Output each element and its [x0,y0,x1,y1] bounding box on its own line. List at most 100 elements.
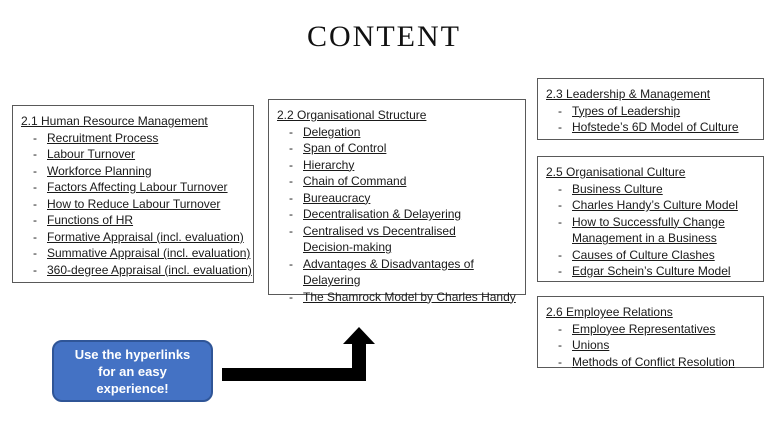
toc-box-2-5-organisational-culture: 2.5 Organisational Culture -Business Cul… [537,156,764,282]
toc-link[interactable]: 360-degree Appraisal (incl. evaluation) [47,262,252,277]
toc-item-row: -Span of Control [269,140,525,157]
bullet-dash: - [33,130,37,145]
toc-link[interactable]: Span of Control [303,141,387,155]
toc-item-row: -Recruitment Process [13,130,253,147]
toc-item-row: -Employee Representatives [538,321,763,338]
toc-link[interactable]: Workforce Planning [47,163,152,178]
bullet-dash: - [558,247,562,262]
toc-link[interactable]: Centralised vs Decentralised Decision-ma… [303,223,456,255]
bullet-dash: - [33,213,37,227]
toc-link[interactable]: Types of Leadership [572,103,681,118]
toc-link[interactable]: Recruitment Process [47,130,159,145]
toc-item-row: -Hierarchy [269,157,525,174]
toc-item-row: -360-degree Appraisal (incl. evaluation) [13,262,253,279]
toc-item-row: -Summative Appraisal (incl. evaluation) [13,245,253,262]
toc-heading[interactable]: 2.5 Organisational Culture [546,165,686,179]
bullet-dash: - [289,141,293,155]
toc-heading[interactable]: 2.6 Employee Relations [546,305,673,319]
bullet-dash: - [289,289,293,304]
toc-item-list: -Employee Representatives-Unions-Methods… [538,321,763,371]
toc-link[interactable]: How to Reduce Labour Turnover [47,196,221,211]
toc-link[interactable]: Advantages & Disadvantages of Delayering [303,256,474,288]
toc-item-list: -Recruitment Process-Labour Turnover-Wor… [13,130,253,279]
toc-heading[interactable]: 2.1 Human Resource Management [21,114,208,128]
toc-item-row: -Chain of Command [269,173,525,190]
toc-link[interactable]: Edgar Schein’s Culture Model [572,264,731,278]
toc-item-row: -Causes of Culture Clashes [538,247,763,264]
toc-item-row: -Business Culture [538,181,763,198]
bullet-dash: - [558,264,562,278]
bullet-dash: - [558,181,562,196]
toc-link[interactable]: Summative Appraisal (incl. evaluation) [47,246,251,260]
bullet-dash: - [33,163,37,178]
toc-link[interactable]: The Shamrock Model by Charles Handy [303,289,516,304]
slide-title: CONTENT [307,20,461,53]
toc-link[interactable]: How to Successfully Change Management in… [572,214,725,246]
toc-item-row: -Workforce Planning [13,163,253,180]
toc-link[interactable]: Decentralisation & Delayering [303,207,462,221]
toc-link[interactable]: Formative Appraisal (incl. evaluation) [47,229,244,244]
toc-link[interactable]: Business Culture [572,181,663,196]
toc-item-row: -Centralised vs Decentralised Decision-m… [269,223,525,256]
toc-link[interactable]: Hofstede’s 6D Model of Culture [572,120,739,134]
bullet-dash: - [289,207,293,221]
toc-link[interactable]: Unions [572,338,610,352]
toc-link[interactable]: Employee Representatives [572,321,716,336]
toc-item-row: -Formative Appraisal (incl. evaluation) [13,229,253,246]
toc-item-row: -Decentralisation & Delayering [269,206,525,223]
toc-link[interactable]: Methods of Conflict Resolution [572,354,735,369]
bullet-dash: - [33,229,37,244]
bullet-dash: - [289,174,293,188]
toc-box-2-3-leadership-management: 2.3 Leadership & Management -Types of Le… [537,78,764,140]
bullet-dash: - [558,338,562,352]
toc-item-list: -Business Culture-Charles Handy’s Cultur… [538,181,763,280]
bullet-dash: - [33,147,37,161]
bullet-dash: - [33,180,37,194]
toc-item-row: -Advantages & Disadvantages of Delayerin… [269,256,525,289]
toc-item-row: -Delegation [269,124,525,141]
toc-item-row: -Charles Handy’s Culture Model [538,197,763,214]
toc-link[interactable]: Hierarchy [303,157,355,172]
toc-item-row: -Hofstede’s 6D Model of Culture [538,119,763,136]
toc-item-row: -Bureaucracy [269,190,525,207]
bullet-dash: - [289,256,293,271]
toc-item-row: -Methods of Conflict Resolution [538,354,763,371]
toc-item-row: -How to Reduce Labour Turnover [13,196,253,213]
bullet-dash: - [558,120,562,134]
bullet-dash: - [558,354,562,369]
hyperlink-callout: Use the hyperlinks for an easy experienc… [52,340,213,402]
toc-item-list: -Types of Leadership-Hofstede’s 6D Model… [538,103,763,136]
toc-item-row: -Unions [538,337,763,354]
toc-heading[interactable]: 2.2 Organisational Structure [277,108,427,122]
toc-link[interactable]: Bureaucracy [303,190,371,205]
elbow-arrow-shape [222,327,375,381]
toc-item-row: -Factors Affecting Labour Turnover [13,179,253,196]
bullet-dash: - [289,157,293,172]
toc-item-row: -Types of Leadership [538,103,763,120]
toc-link[interactable]: Causes of Culture Clashes [572,247,715,262]
bullet-dash: - [33,196,37,211]
bullet-dash: - [558,321,562,336]
toc-item-row: -Functions of HR [13,212,253,229]
toc-item-row: -How to Successfully Change Management i… [538,214,763,247]
toc-box-2-6-employee-relations: 2.6 Employee Relations -Employee Represe… [537,296,764,371]
toc-link[interactable]: Chain of Command [303,174,407,188]
toc-item-row: -The Shamrock Model by Charles Handy [269,289,525,306]
bullet-dash: - [33,262,37,277]
toc-link[interactable]: Charles Handy’s Culture Model [572,198,738,212]
bullet-dash: - [33,246,37,260]
toc-link[interactable]: Functions of HR [47,213,134,227]
bullet-dash: - [289,223,293,238]
toc-link[interactable]: Factors Affecting Labour Turnover [47,180,228,194]
toc-link[interactable]: Delegation [303,124,361,139]
bullet-dash: - [289,124,293,139]
toc-box-2-1-human-resource-management: 2.1 Human Resource Management -Recruitme… [12,105,254,283]
toc-link[interactable]: Labour Turnover [47,147,136,161]
toc-heading[interactable]: 2.3 Leadership & Management [546,87,711,101]
toc-box-2-2-organisational-structure: 2.2 Organisational Structure -Delegation… [268,99,526,304]
toc-item-list: -Delegation-Span of Control-Hierarchy-Ch… [269,124,525,306]
bullet-dash: - [558,214,562,229]
bullet-dash: - [289,190,293,205]
bullet-dash: - [558,103,562,118]
